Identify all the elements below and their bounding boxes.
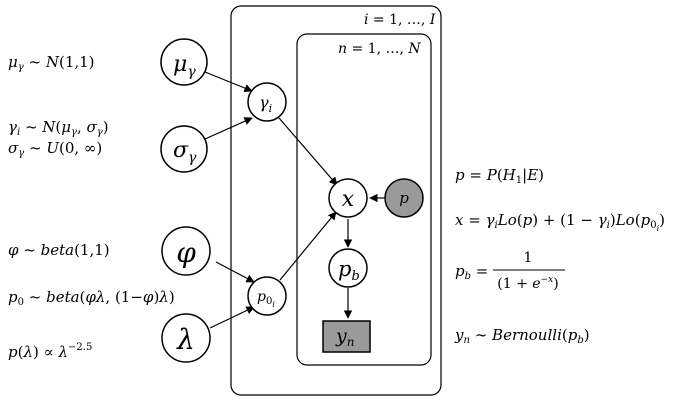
node-y-observed (322, 320, 371, 353)
eq-pb-numerator: 1 (524, 250, 533, 266)
eq-mu-gamma: μγ ~ N(1,1) (8, 53, 95, 73)
node-x (328, 178, 368, 218)
node-phi (161, 226, 211, 276)
left-equations: μγ ~ N(1,1) γi ~ N(μγ, σγ) σγ ~ U(0, ∞) … (8, 53, 175, 361)
node-pb (328, 248, 368, 288)
eq-lambda: p(λ) ∝ λ−2.5 (8, 342, 92, 361)
edge-p0-to-x (279, 211, 337, 281)
node-phi-label: φ (176, 236, 196, 269)
eq-gamma-i: γi ~ N(μγ, σγ) (8, 118, 109, 138)
node-x-label: x (342, 187, 355, 212)
node-gamma-i (247, 82, 287, 122)
inner-plate (296, 33, 432, 366)
node-mu-gamma (160, 38, 208, 86)
right-equations: p = P(H1|E) x = γiLo(p) + (1 − γi)Lo(p0i… (454, 166, 665, 346)
edge-phi-to-p0 (215, 261, 255, 283)
outer-plate-label: i = 1, …, I (364, 12, 436, 28)
edge-lambda-to-p0 (209, 306, 255, 329)
node-sigma-gamma (160, 125, 208, 173)
eq-sigma-gamma: σγ ~ U(0, ∞) (8, 139, 102, 159)
eq-yn: yn ~ Bernoulli(pb) (454, 326, 590, 346)
edge-mu-to-gamma (204, 71, 253, 93)
eq-pb-denominator: (1 + e−x) (497, 275, 558, 292)
edge-sigma-to-gamma (204, 117, 253, 140)
outer-plate (230, 5, 442, 396)
node-p0i (247, 276, 287, 316)
eq-phi: φ ~ beta(1,1) (8, 241, 110, 259)
node-lambda-label: λ (176, 323, 195, 356)
node-lambda (161, 313, 211, 363)
eq-p0: p0 ~ beta(φλ, (1−φ)λ) (8, 288, 175, 308)
eq-p: p = P(H1|E) (455, 166, 544, 186)
inner-plate-label: n = 1, …, N (338, 41, 421, 57)
eq-pb-lhs: pb = (455, 262, 488, 282)
node-p-observed (384, 178, 424, 218)
node-p-label: p (399, 189, 409, 207)
eq-x: x = γiLo(p) + (1 − γi)Lo(p0i) (455, 211, 665, 233)
edge-gamma-to-x (278, 117, 338, 186)
